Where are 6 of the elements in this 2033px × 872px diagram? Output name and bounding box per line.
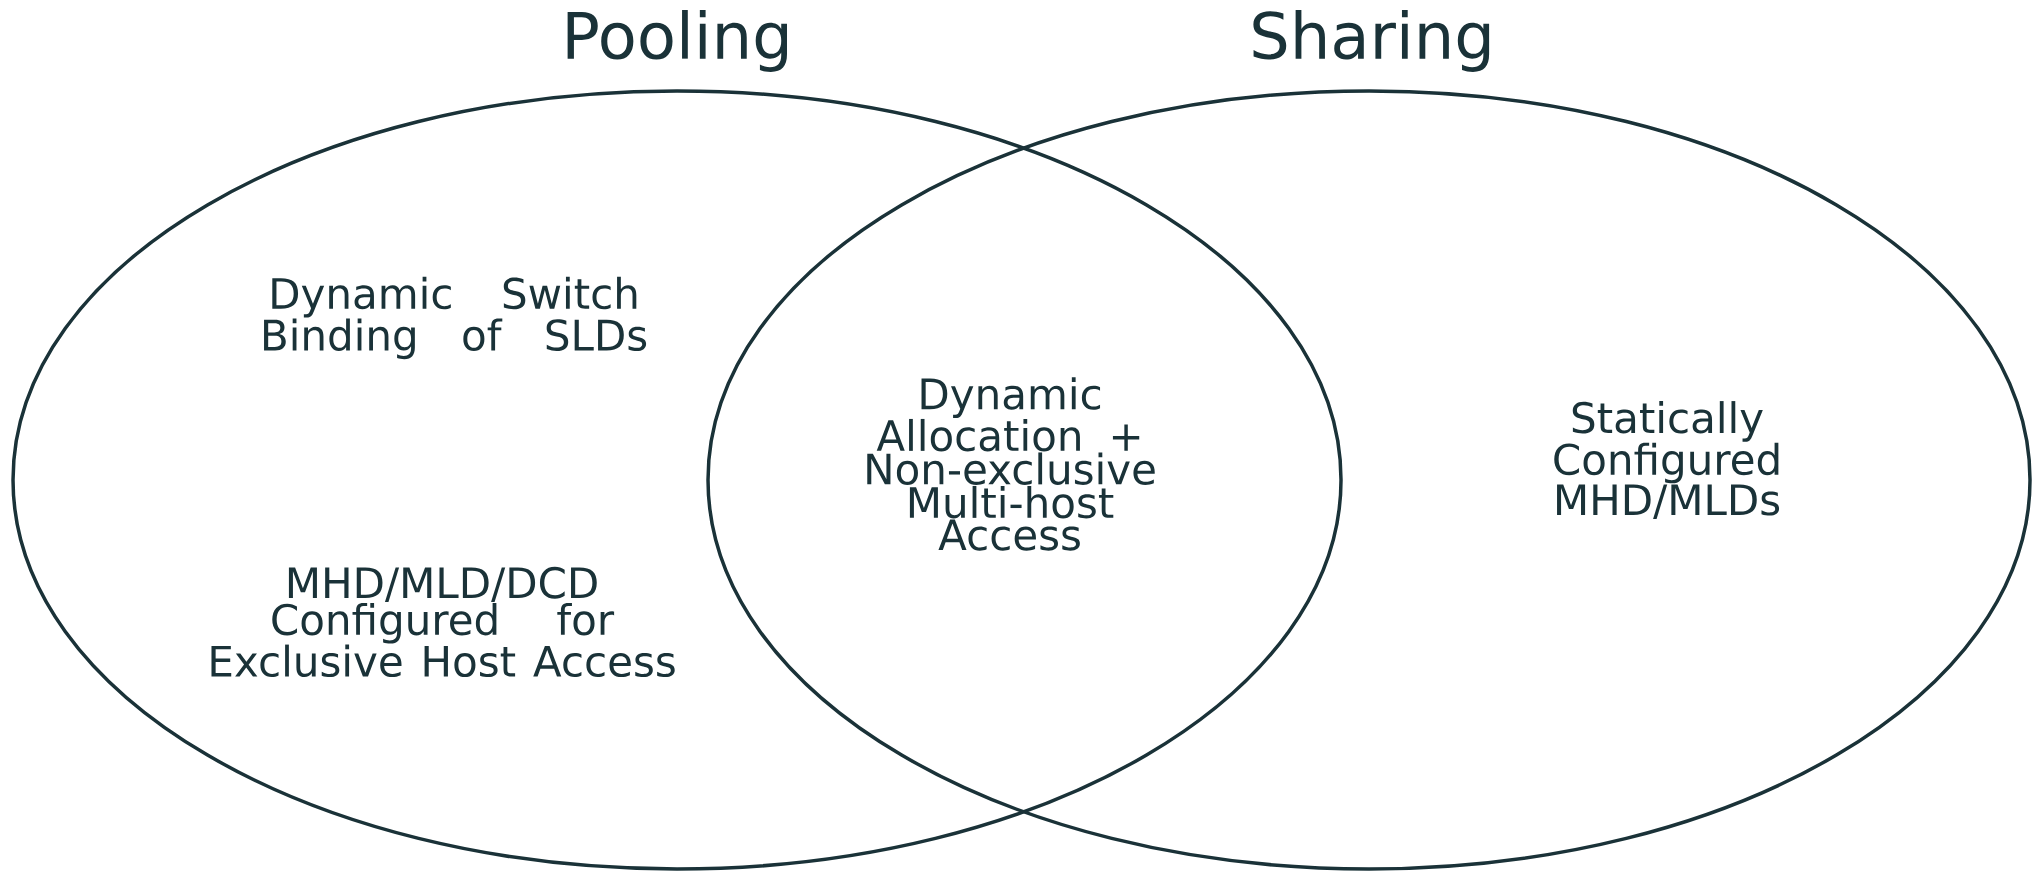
- set-text: Dynamic Switch Binding of SLDs: [264, 276, 647, 360]
- set-heading: Sharing: [1253, 10, 1490, 72]
- set-text: MHD/MLD/DCD Configured for Exclusive Host Access: [211, 566, 675, 678]
- set-text: Statically Configured MHD/MLDs: [1554, 401, 1780, 519]
- set-heading: Pooling: [567, 10, 787, 72]
- overlap-text: Dynamic Allocation + Non-exclusive Multi-host Access: [867, 377, 1155, 551]
